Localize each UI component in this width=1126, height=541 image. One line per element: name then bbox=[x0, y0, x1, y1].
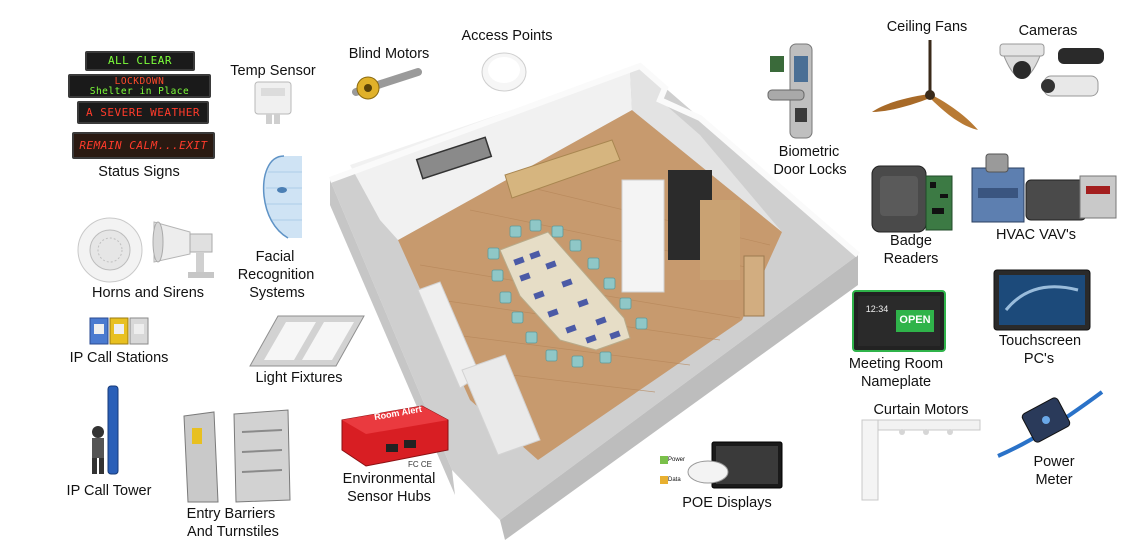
room-door-right bbox=[743, 255, 765, 317]
ceiling-speaker-icon bbox=[77, 217, 143, 283]
label-blind-motors: Blind Motors bbox=[348, 46, 430, 62]
label-touchscreen-line1: Touchscreen bbox=[998, 333, 1082, 349]
label-horns-sirens: Horns and Sirens bbox=[91, 285, 205, 301]
label-ip-call-stations: IP Call Stations bbox=[69, 350, 169, 366]
label-ceiling-fans: Ceiling Fans bbox=[886, 19, 968, 35]
label-cameras: Cameras bbox=[1018, 23, 1078, 39]
status-sign-severe-weather: A SEVERE WEATHER bbox=[77, 101, 209, 124]
status-sign-remain-calm: REMAIN CALM...EXIT bbox=[72, 132, 215, 159]
label-power-line1: Power bbox=[1033, 454, 1075, 470]
environmental-sensor-hub-icon bbox=[341, 405, 449, 467]
label-facial-line2: Recognition bbox=[237, 267, 315, 283]
room-right-wall-face bbox=[500, 255, 858, 540]
hub-marks-text: FC CE bbox=[408, 460, 432, 469]
ceiling-fan-icon bbox=[872, 40, 978, 130]
ip-call-tower-icon bbox=[92, 385, 119, 475]
blind-motor-icon bbox=[352, 68, 422, 100]
label-hvac: HVAC VAV's bbox=[995, 227, 1077, 243]
nameplate-time-text: 12:34 bbox=[865, 304, 889, 314]
label-ip-call-tower: IP Call Tower bbox=[66, 483, 152, 499]
credenza bbox=[504, 139, 621, 199]
label-facial-line1: Facial bbox=[255, 249, 295, 265]
label-poe-displays: POE Displays bbox=[682, 495, 772, 511]
room-column bbox=[621, 179, 665, 293]
label-env-line1: Environmental bbox=[342, 471, 436, 487]
label-touchscreen-line2: PC's bbox=[1023, 351, 1055, 367]
label-curtain-motors: Curtain Motors bbox=[873, 402, 969, 418]
label-access-points: Access Points bbox=[461, 28, 553, 44]
label-facial-line3: Systems bbox=[249, 285, 305, 301]
badge-reader-icon bbox=[871, 165, 953, 233]
status-sign-lockdown-line2: Shelter in Place bbox=[89, 86, 190, 97]
label-entry-line1: Entry Barriers bbox=[186, 506, 276, 522]
label-entry-line2: And Turnstiles bbox=[187, 524, 279, 540]
status-sign-lockdown: LOCKDOWN Shelter in Place bbox=[68, 74, 211, 98]
ip-call-station-icon bbox=[89, 317, 149, 345]
room-back-wall-right bbox=[630, 66, 782, 232]
room-wall-cap bbox=[328, 62, 860, 258]
label-meeting-line2: Nameplate bbox=[860, 374, 932, 390]
label-power-line2: Meter bbox=[1035, 472, 1073, 488]
label-light-fixtures: Light Fixtures bbox=[255, 370, 343, 386]
label-env-line2: Sensor Hubs bbox=[347, 489, 431, 505]
label-status-signs: Status Signs bbox=[98, 164, 180, 180]
entry-barrier-icon bbox=[183, 409, 291, 503]
poe-data-text: Data bbox=[668, 477, 681, 483]
label-badge-line1: Badge bbox=[890, 233, 932, 249]
biometric-door-lock-icon bbox=[767, 43, 813, 139]
label-temp-sensor: Temp Sensor bbox=[230, 63, 316, 79]
camera-icon bbox=[999, 43, 1104, 97]
meeting-room-nameplate-icon bbox=[852, 290, 946, 352]
curtain-motor-icon bbox=[861, 419, 981, 501]
poe-display-icon bbox=[660, 441, 783, 489]
hvac-vav-icon bbox=[971, 153, 1117, 223]
wall-artwork bbox=[415, 136, 493, 180]
access-point-icon bbox=[481, 52, 527, 92]
status-sign-all-clear: ALL CLEAR bbox=[85, 51, 195, 71]
label-meeting-line1: Meeting Room bbox=[848, 356, 944, 372]
touchscreen-pc-icon bbox=[993, 269, 1091, 331]
nameplate-status-text: OPEN bbox=[899, 314, 931, 326]
status-sign-lockdown-line1: LOCKDOWN bbox=[114, 76, 165, 87]
power-meter-icon bbox=[997, 390, 1104, 458]
poe-power-text: Power bbox=[668, 457, 686, 463]
facial-recognition-icon bbox=[262, 155, 302, 239]
light-fixture-icon bbox=[249, 315, 365, 367]
horn-siren-icon bbox=[152, 221, 214, 278]
label-badge-line2: Readers bbox=[883, 251, 939, 267]
label-biometric-line2: Door Locks bbox=[773, 162, 847, 178]
label-biometric-line1: Biometric bbox=[778, 144, 840, 160]
temp-sensor-icon bbox=[254, 81, 292, 124]
